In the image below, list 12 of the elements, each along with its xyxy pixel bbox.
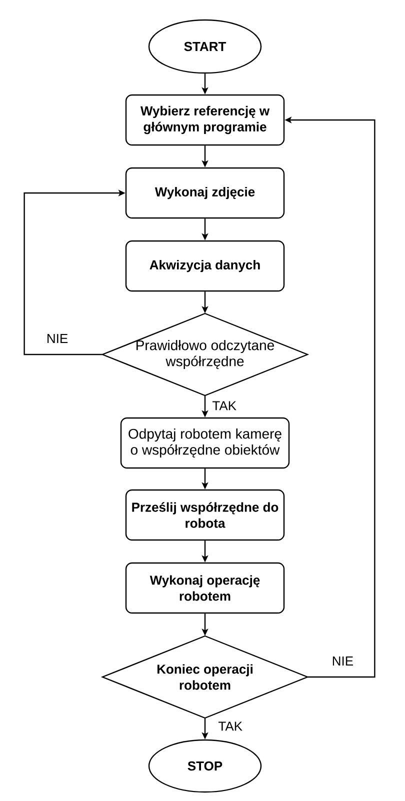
process-box: Odpytaj robotem kamerę o współrzędne obiektów: [120, 417, 290, 469]
process-box: Wykonaj zdjęcie: [125, 167, 285, 219]
edge-label: NIE: [330, 656, 355, 666]
process-box: Wykonaj operację robotem: [125, 562, 285, 614]
process-box: Wybierz referencję w głównym programie: [125, 94, 285, 146]
edge-label: NIE: [45, 333, 70, 344]
process-box: Prześlij współrzędne do robota: [125, 489, 285, 541]
process-box: Akwizycja danych: [125, 240, 285, 292]
terminal-oval: START: [148, 19, 262, 74]
edge-label: TAK: [211, 400, 238, 412]
edge-label: TAK: [217, 720, 244, 732]
terminal-oval: STOP: [148, 739, 262, 793]
